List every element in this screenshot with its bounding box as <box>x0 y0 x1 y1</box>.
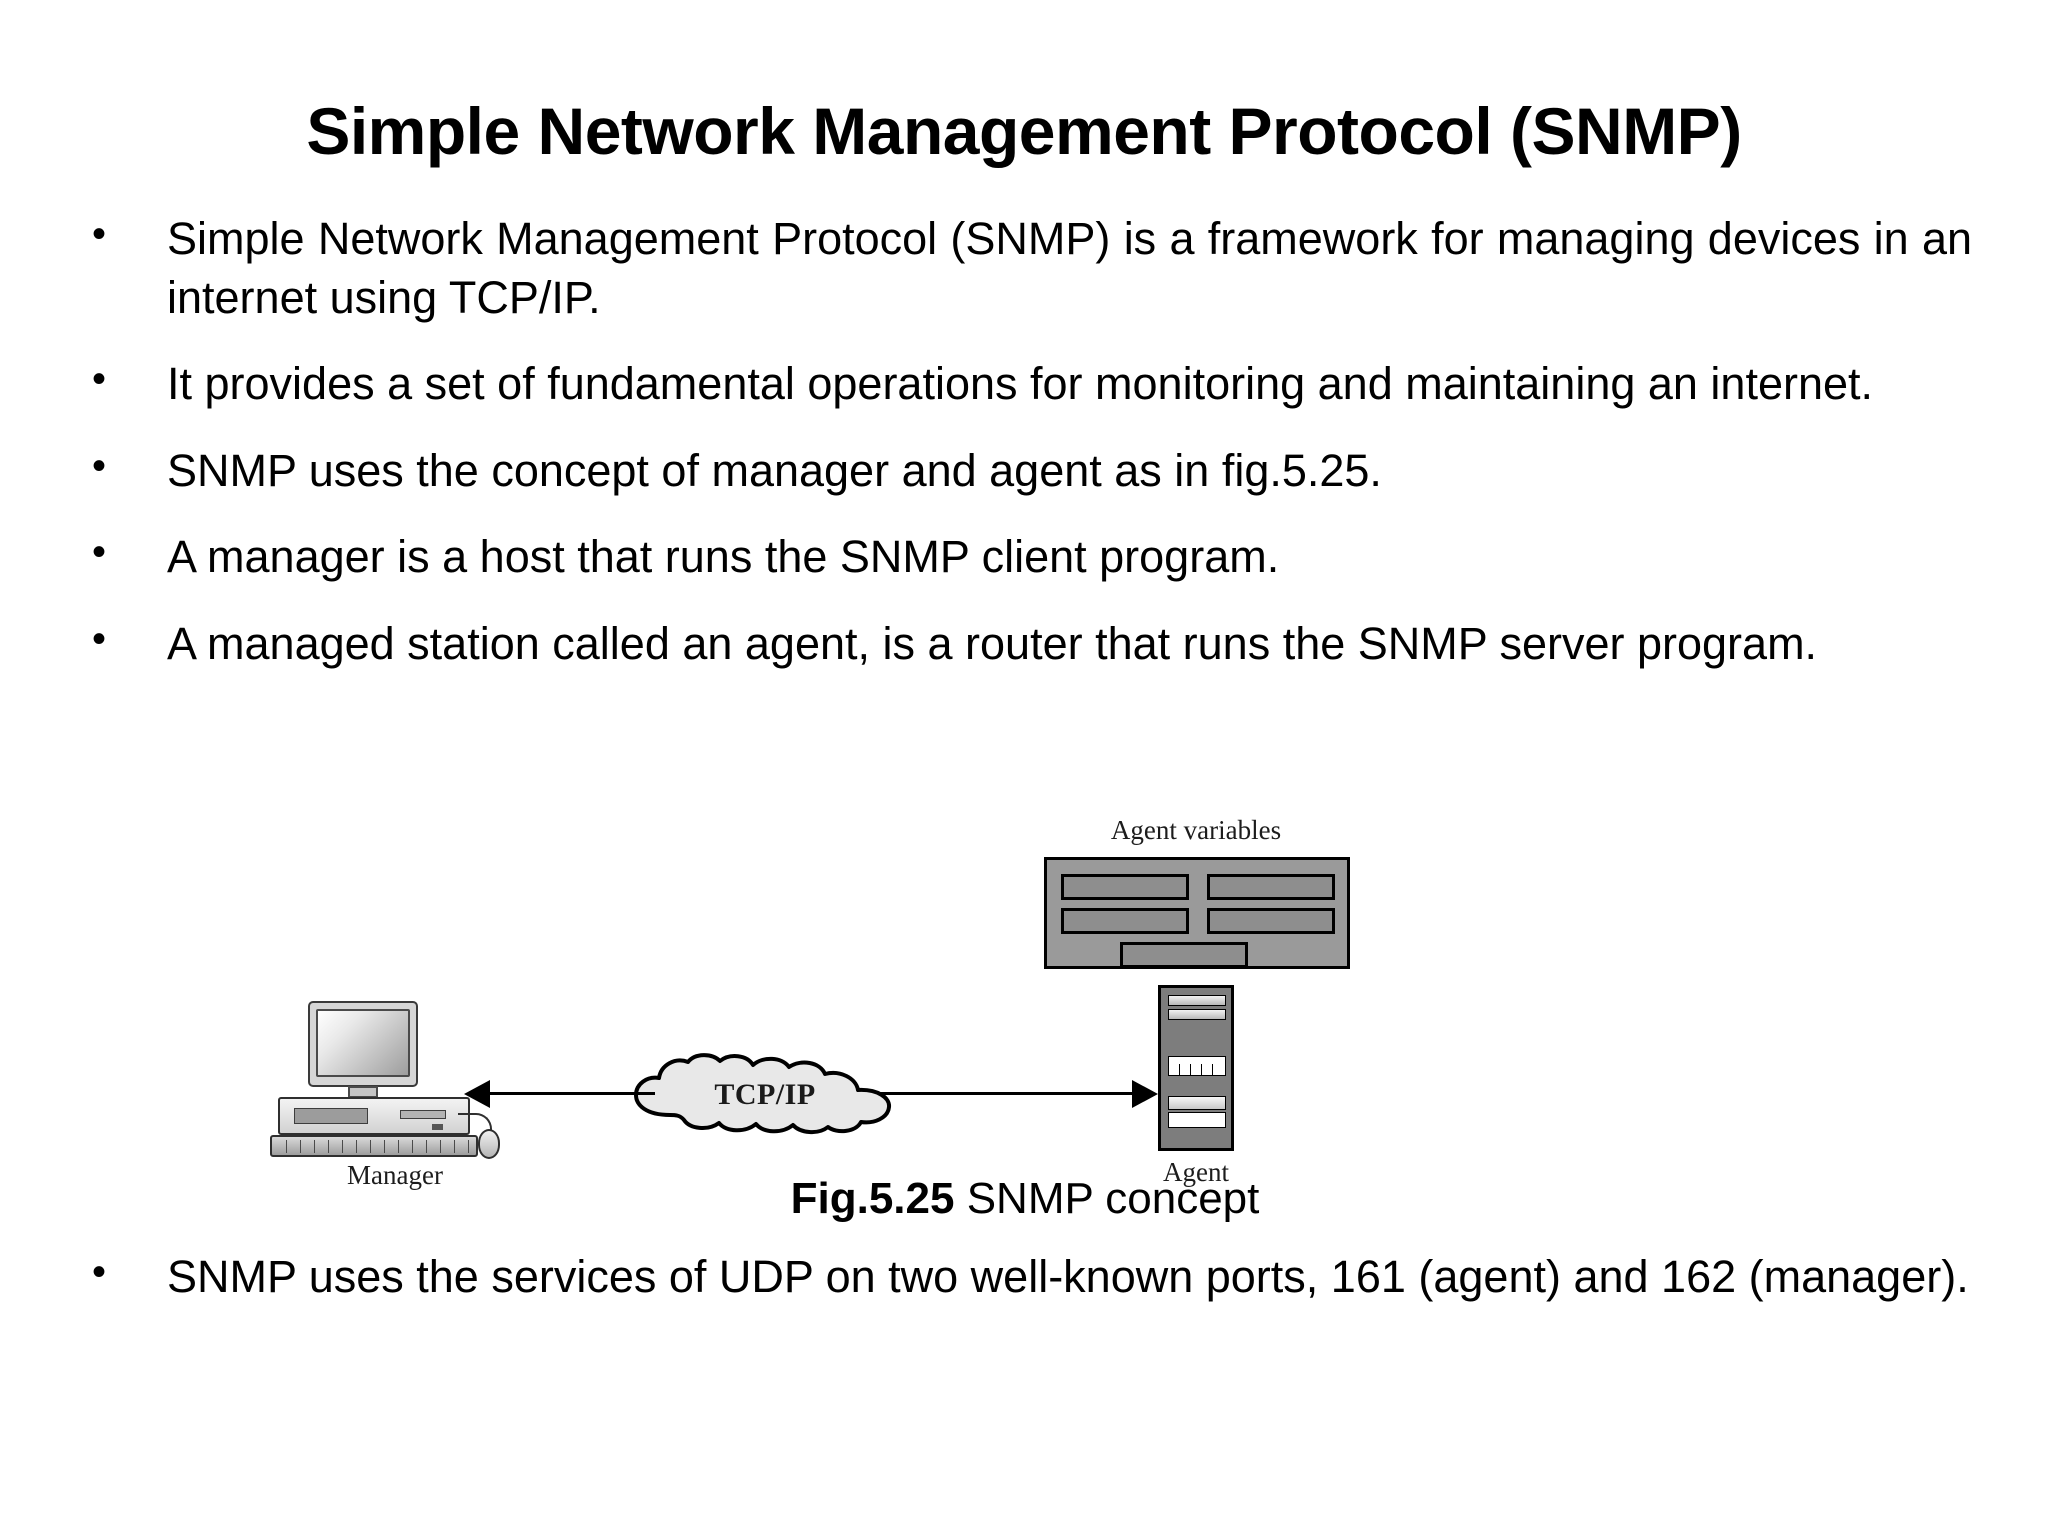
agent-variable-cell <box>1061 908 1189 934</box>
bullet-text: A managed station called an agent, is a … <box>167 617 1818 669</box>
bullet-text: SNMP uses the services of UDP on two wel… <box>167 1251 1969 1302</box>
bullet-list-top: Simple Network Management Protocol (SNMP… <box>72 208 1972 701</box>
snmp-concept-diagram: Agent variables Agent <box>260 815 1390 1190</box>
computer-case <box>278 1097 470 1135</box>
tcpip-label: TCP/IP <box>714 1078 816 1111</box>
mouse-icon <box>478 1129 500 1159</box>
list-item: SNMP uses the services of UDP on two wel… <box>72 1246 1972 1307</box>
agent-variables-label: Agent variables <box>1110 815 1282 845</box>
server-slot <box>1168 1009 1226 1020</box>
agent-variable-cell <box>1207 908 1335 934</box>
figure-caption-text: SNMP concept <box>954 1174 1260 1223</box>
arrow-line-to-agent <box>880 1092 1135 1095</box>
server-slot <box>1168 1096 1226 1110</box>
power-led <box>432 1124 443 1130</box>
server-slot <box>1168 995 1226 1006</box>
bullet-text: SNMP uses the concept of manager and age… <box>167 444 1382 496</box>
mouse-cord <box>458 1113 492 1137</box>
bullet-list-bottom: SNMP uses the services of UDP on two wel… <box>72 1246 1972 1335</box>
drive-bay <box>294 1108 368 1124</box>
manager-computer-icon <box>270 1001 520 1161</box>
keyboard-icon <box>270 1135 478 1157</box>
bullet-text: Simple Network Management Protocol (SNMP… <box>167 213 1972 323</box>
agent-label: Agent <box>1163 1157 1229 1187</box>
arrow-line-to-manager <box>490 1092 655 1095</box>
arrow-head-to-manager <box>464 1080 490 1108</box>
bullet-text: It provides a set of fundamental operati… <box>167 358 1874 409</box>
server-vent <box>1168 1056 1226 1076</box>
tcpip-cloud-icon <box>630 1053 900 1135</box>
manager-label: Manager <box>347 1160 443 1190</box>
figure-number: Fig.5.25 <box>790 1174 955 1223</box>
arrow-head-to-agent <box>1132 1080 1158 1108</box>
agent-variables-box <box>1044 857 1350 969</box>
list-item: It provides a set of fundamental operati… <box>72 353 1972 414</box>
agent-variable-cell <box>1061 874 1189 900</box>
list-item: A manager is a host that runs the SNMP c… <box>72 526 1972 587</box>
list-item: Simple Network Management Protocol (SNMP… <box>72 208 1972 327</box>
server-slot <box>1168 1112 1226 1128</box>
figure-caption: Fig.5.25 SNMP concept <box>120 1174 1930 1223</box>
bullet-text: A manager is a host that runs the SNMP c… <box>167 531 1280 582</box>
agent-variable-cell <box>1120 942 1248 968</box>
agent-server-icon <box>1158 985 1234 1151</box>
monitor-icon <box>308 1001 418 1087</box>
list-item: SNMP uses the concept of manager and age… <box>72 440 1972 501</box>
list-item: A managed station called an agent, is a … <box>72 613 1972 674</box>
page-title: Simple Network Management Protocol (SNMP… <box>306 94 1742 168</box>
floppy-slot <box>400 1110 446 1119</box>
monitor-screen <box>316 1009 410 1077</box>
agent-variable-cell <box>1207 874 1335 900</box>
